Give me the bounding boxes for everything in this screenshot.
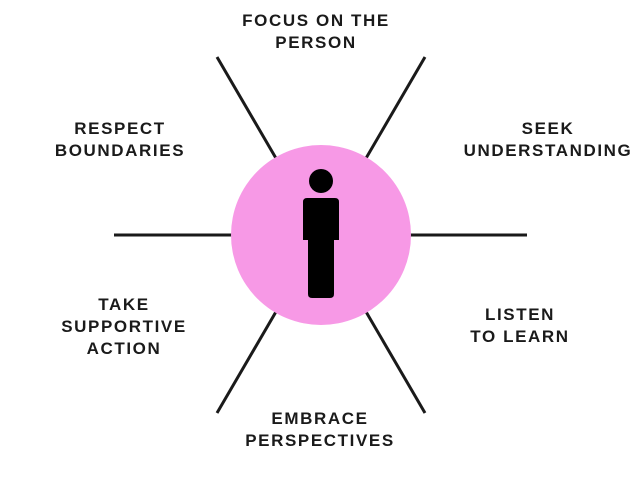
principle-line: FOCUS ON THE	[242, 11, 390, 30]
person-icon	[303, 169, 339, 298]
principle-line: TO LEARN	[470, 327, 570, 346]
principle-take-supportive-action: TAKE SUPPORTIVE ACTION	[38, 294, 210, 360]
principle-line: PERSON	[275, 33, 357, 52]
principle-line: EMBRACE	[271, 409, 369, 428]
principle-listen-to-learn: LISTEN TO LEARN	[452, 304, 588, 348]
principle-line: TAKE	[98, 295, 150, 314]
principle-line: LISTEN	[484, 305, 556, 324]
principle-embrace-perspectives: EMBRACE PERSPECTIVES	[220, 408, 420, 452]
principle-line: SUPPORTIVE	[61, 317, 187, 336]
spoke-bottom-right	[363, 309, 427, 414]
principle-focus-on-the-person: FOCUS ON THE PERSON	[216, 10, 416, 54]
principle-line: UNDERSTANDING	[463, 141, 633, 160]
principle-line: ACTION	[86, 339, 162, 358]
principle-respect-boundaries: RESPECT BOUNDARIES	[30, 118, 210, 162]
principle-line: BOUNDARIES	[54, 141, 186, 160]
spoke-top-right	[363, 56, 427, 161]
spoke-bottom-left	[215, 309, 279, 414]
principle-line: RESPECT	[74, 119, 166, 138]
principle-line: PERSPECTIVES	[245, 431, 395, 450]
spoke-top-left	[215, 56, 279, 161]
principle-line: SEEK	[521, 119, 575, 138]
principle-seek-understanding: SEEK UNDERSTANDING	[460, 118, 636, 162]
